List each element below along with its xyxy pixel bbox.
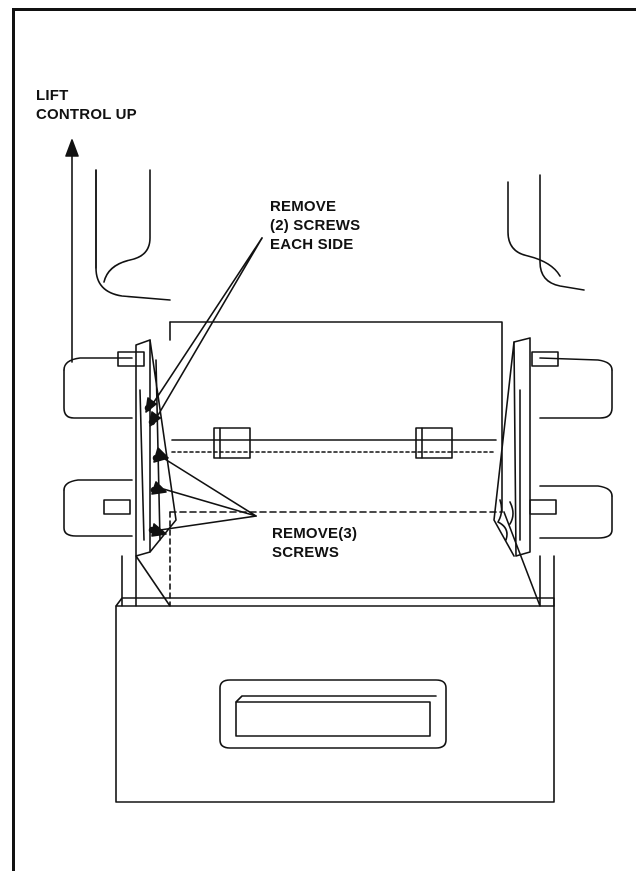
lift-control-line-2: CONTROL UP	[36, 106, 137, 123]
lift-control-arrow	[65, 139, 79, 363]
screw-markers	[144, 404, 160, 534]
figure-frame	[12, 8, 636, 871]
left-cabinet-upper	[95, 169, 171, 301]
drawer-handle	[219, 679, 447, 749]
right-slide-rails	[529, 351, 613, 539]
remove-three-screws-line-1: REMOVE(3)	[272, 525, 358, 542]
remove-two-screws-line-2: (2) SCREWS	[270, 217, 361, 234]
three-screws-leaders	[151, 447, 257, 537]
remove-two-screws-line-1: REMOVE	[270, 198, 337, 215]
lift-control-line-1: LIFT	[36, 87, 69, 104]
lift-control-label: LIFT CONTROL UP	[36, 86, 137, 124]
cross-rod	[171, 427, 497, 459]
remove-two-screws-label: REMOVE (2) SCREWS EACH SIDE	[270, 197, 360, 254]
remove-three-screws-line-2: SCREWS	[272, 544, 340, 561]
drawer-front	[115, 597, 555, 803]
right-cabinet-upper	[507, 174, 585, 291]
two-screws-leaders	[145, 237, 263, 427]
left-slide-rails	[63, 351, 145, 537]
remove-three-screws-label: REMOVE(3) SCREWS	[272, 524, 357, 562]
remove-two-screws-line-3: EACH SIDE	[270, 236, 354, 253]
drawer-back-panel	[169, 321, 503, 513]
